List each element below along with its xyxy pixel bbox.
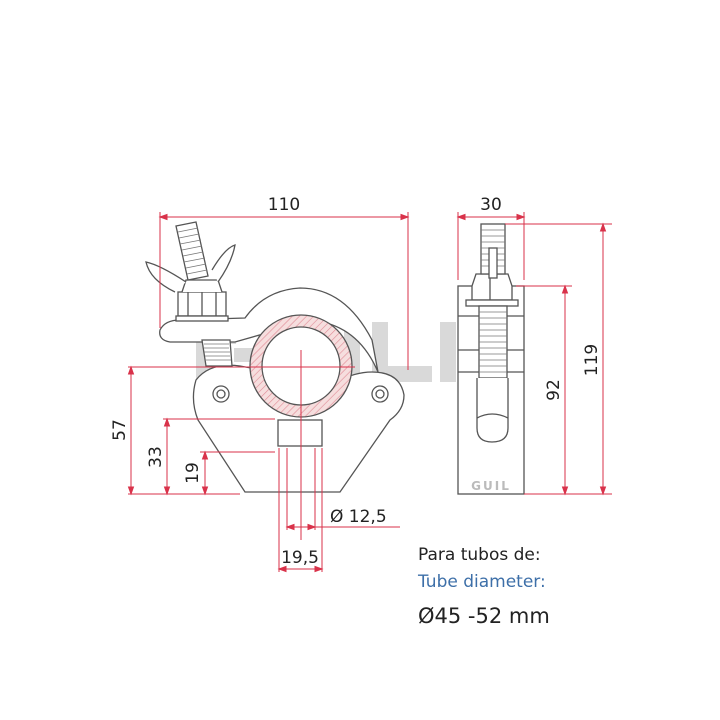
caption-tube-range: Ø45 -52 mm [418, 604, 550, 628]
side-dimensions [456, 212, 612, 496]
dim-92: 92 [544, 379, 564, 401]
dim-30: 30 [480, 195, 502, 215]
dim-119: 119 [582, 344, 602, 376]
dim-33: 33 [146, 446, 166, 468]
dim-19-5: 19,5 [281, 548, 319, 568]
dim-110: 110 [268, 195, 300, 215]
dim-19: 19 [183, 462, 203, 484]
caption-english: Tube diameter: [418, 572, 546, 592]
brand-mark: GUIL [471, 479, 511, 493]
front-dimensions [127, 212, 410, 573]
side-view [457, 223, 525, 495]
dim-bolt-diameter: Ø 12,5 [330, 507, 387, 527]
caption-spanish: Para tubos de: [418, 545, 541, 565]
dim-57: 57 [110, 419, 130, 441]
